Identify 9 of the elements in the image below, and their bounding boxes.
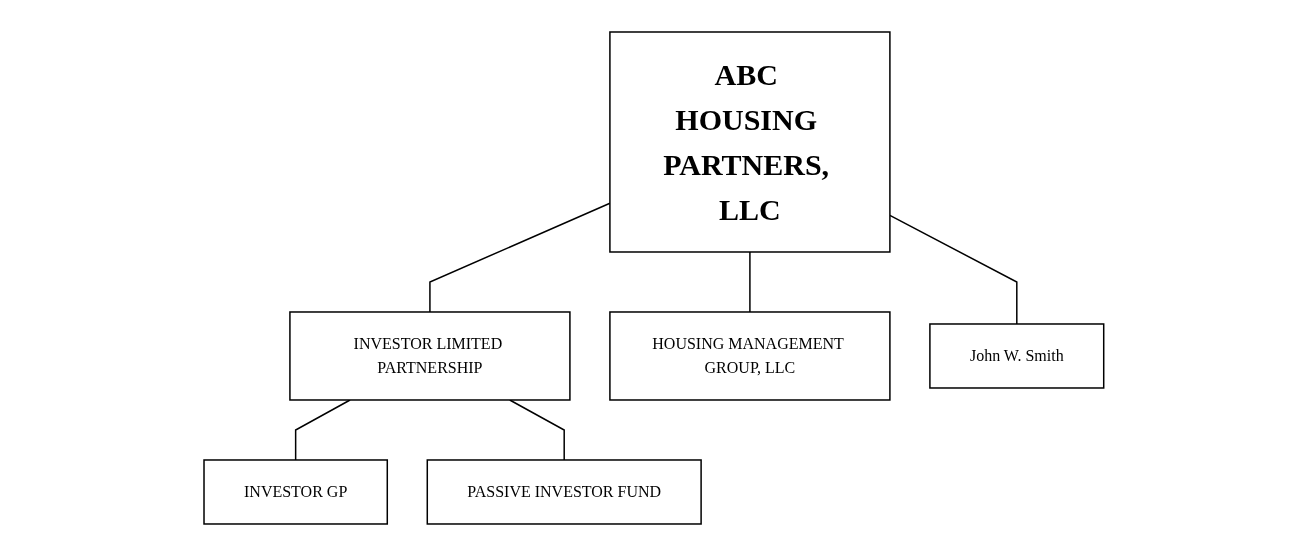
connector (508, 399, 565, 461)
node-box: INVESTOR GP (202, 459, 388, 525)
connector (294, 399, 351, 461)
node-box: HOUSING MANAGEMENT GROUP, LLC (608, 311, 891, 401)
connector (748, 251, 751, 313)
node-box: PASSIVE INVESTOR FUND (426, 459, 702, 525)
node-box: INVESTOR LIMITED PARTNERSHIP (288, 311, 571, 401)
node-box: John W. Smith (928, 323, 1105, 389)
node-box: ABC HOUSING PARTNERS, LLC (608, 31, 891, 253)
